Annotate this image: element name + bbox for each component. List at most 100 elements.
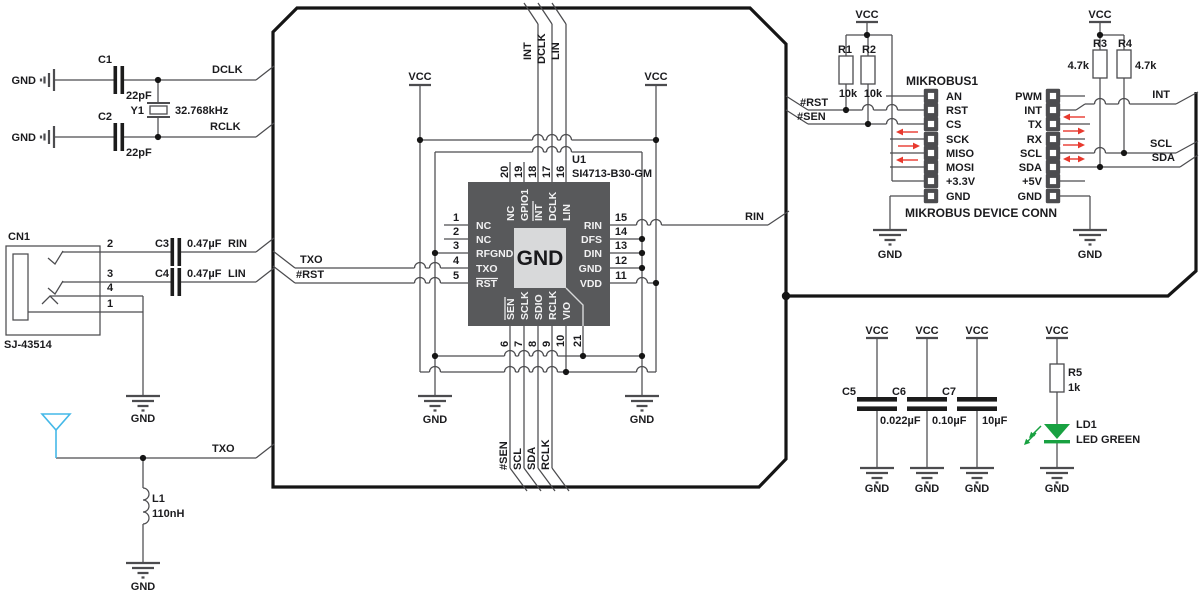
net-scl-bottom: SCL — [512, 448, 524, 470]
arrow-both-icon — [1063, 155, 1085, 163]
vcc-label: VCC — [408, 71, 431, 83]
signal-direction-arrows — [896, 113, 1085, 164]
arrow-left-icon — [1063, 113, 1085, 121]
u1-pin8-name: SDIO — [533, 294, 545, 320]
net-rclk: RCLK — [210, 121, 241, 133]
u1-pin4-num: 4 — [453, 255, 460, 267]
r4-ref: R4 — [1118, 38, 1133, 50]
u1-pin10-name: VIO — [561, 302, 573, 320]
resistor-r4 — [1116, 49, 1132, 79]
r3-value: 4.7k — [1068, 60, 1090, 72]
jack-contacts — [41, 250, 64, 305]
u1-pin12-name: GND — [579, 263, 603, 275]
net-int-top: INT — [522, 42, 534, 60]
resistor-r5 — [1049, 363, 1065, 393]
c2-value: 22pF — [126, 147, 152, 159]
u1-pin17-name: DCLK — [547, 191, 559, 221]
cn1-pin4: 4 — [107, 282, 114, 294]
y1-value: 32.768kHz — [175, 105, 229, 117]
ld1-value: LED GREEN — [1076, 434, 1140, 446]
board-outline — [271, 6, 1198, 489]
junction-dots — [139, 31, 1128, 462]
r5-ref: R5 — [1068, 367, 1082, 379]
header-pin-tx: TX — [1028, 119, 1043, 131]
capacitor-c3 — [170, 238, 175, 266]
vcc-label: VCC — [965, 325, 988, 337]
antenna-icon — [40, 413, 72, 432]
mikrobus-caption: MIKROBUS DEVICE CONN — [905, 206, 1057, 220]
net-rst: #RST — [800, 97, 828, 109]
net-scl: SCL — [1150, 138, 1172, 150]
mikrobus1-title: MIKROBUS1 — [906, 74, 978, 88]
r4-value: 4.7k — [1135, 60, 1157, 72]
u1-pin13-name: DIN — [584, 248, 602, 260]
u1-pin8-num: 8 — [527, 341, 539, 347]
crystal-y1 — [147, 102, 170, 118]
net-sda-bottom: SDA — [526, 447, 538, 470]
u1-ref: U1 — [572, 154, 586, 166]
inductor-l1 — [142, 487, 150, 525]
r3-ref: R3 — [1093, 38, 1107, 50]
u1-pin20-name: NC — [505, 205, 517, 221]
net-txo: TXO — [212, 443, 235, 455]
gnd-label: GND — [630, 414, 655, 426]
header-pin-gnd: GND — [946, 191, 971, 203]
r2-value: 10k — [864, 88, 883, 100]
header-pin-an: AN — [946, 91, 962, 103]
header-pin-int: INT — [1024, 105, 1042, 117]
net-sda: SDA — [1152, 152, 1175, 164]
header-pin-mosi: MOSI — [946, 162, 974, 174]
c2-ref: C2 — [98, 111, 112, 123]
u1-pin19-name: GPIO1 — [519, 189, 531, 221]
cn1-ref: CN1 — [8, 231, 30, 243]
u1-pin15-num: 15 — [615, 212, 627, 224]
u1-pin1-num: 1 — [453, 212, 459, 224]
capacitor-c6 — [907, 397, 947, 402]
u1-pin21-num: 21 — [572, 335, 584, 347]
capacitor-c7 — [957, 397, 997, 402]
u1-pin19-num: 19 — [513, 166, 525, 178]
header-pin-cs: CS — [946, 119, 961, 131]
header-pin-rx: RX — [1027, 134, 1043, 146]
c4-value: 0.47µF — [187, 268, 222, 280]
r1-value: 10k — [839, 88, 858, 100]
header-pin-scl: SCL — [1020, 148, 1042, 160]
u1-pin1-name: NC — [476, 220, 492, 232]
u1-pin2-name: NC — [476, 234, 492, 246]
u1-pin9-name: RCLK — [547, 290, 559, 320]
u1-pin6-name: SEN — [505, 298, 517, 320]
u1-pin13-num: 13 — [615, 240, 627, 252]
cn1-pin1: 1 — [107, 298, 113, 310]
arrow-right-icon — [898, 142, 920, 150]
audio-jack — [5, 238, 182, 412]
net-int: INT — [1152, 89, 1170, 101]
net-rin: RIN — [228, 238, 247, 250]
net-sen: #SEN — [797, 111, 826, 123]
l1-ref: L1 — [152, 493, 165, 505]
c7-ref: C7 — [942, 386, 956, 398]
chip-thermal-pad — [514, 228, 566, 288]
net-lin: LIN — [228, 268, 246, 280]
net-txo-inner: TXO — [300, 254, 323, 266]
arrow-left-icon — [896, 128, 918, 136]
capacitor-c5 — [857, 397, 897, 402]
c5-value: 0.022µF — [880, 415, 921, 427]
jack-body — [5, 245, 101, 336]
bus-junction-dot — [781, 291, 791, 301]
y1-ref: Y1 — [131, 105, 144, 117]
u1-pin16-name: LIN — [561, 204, 573, 221]
capacitor-c2 — [113, 123, 118, 151]
c3-value: 0.47µF — [187, 238, 222, 250]
net-sen-bottom: #SEN — [498, 441, 510, 470]
gnd-label: GND — [12, 75, 37, 87]
u1-pin4-name: TXO — [476, 263, 498, 275]
u1-pin3-name: RFGND — [476, 248, 514, 260]
u1-pin7-num: 7 — [513, 341, 525, 347]
c4-ref: C4 — [155, 268, 170, 280]
header-pin-sda: SDA — [1019, 162, 1042, 174]
u1-pin17-num: 17 — [541, 166, 553, 178]
l1-value: 110nH — [152, 508, 184, 520]
u1-pad-label: GND — [517, 247, 564, 270]
gnd-label: GND — [1078, 249, 1103, 261]
